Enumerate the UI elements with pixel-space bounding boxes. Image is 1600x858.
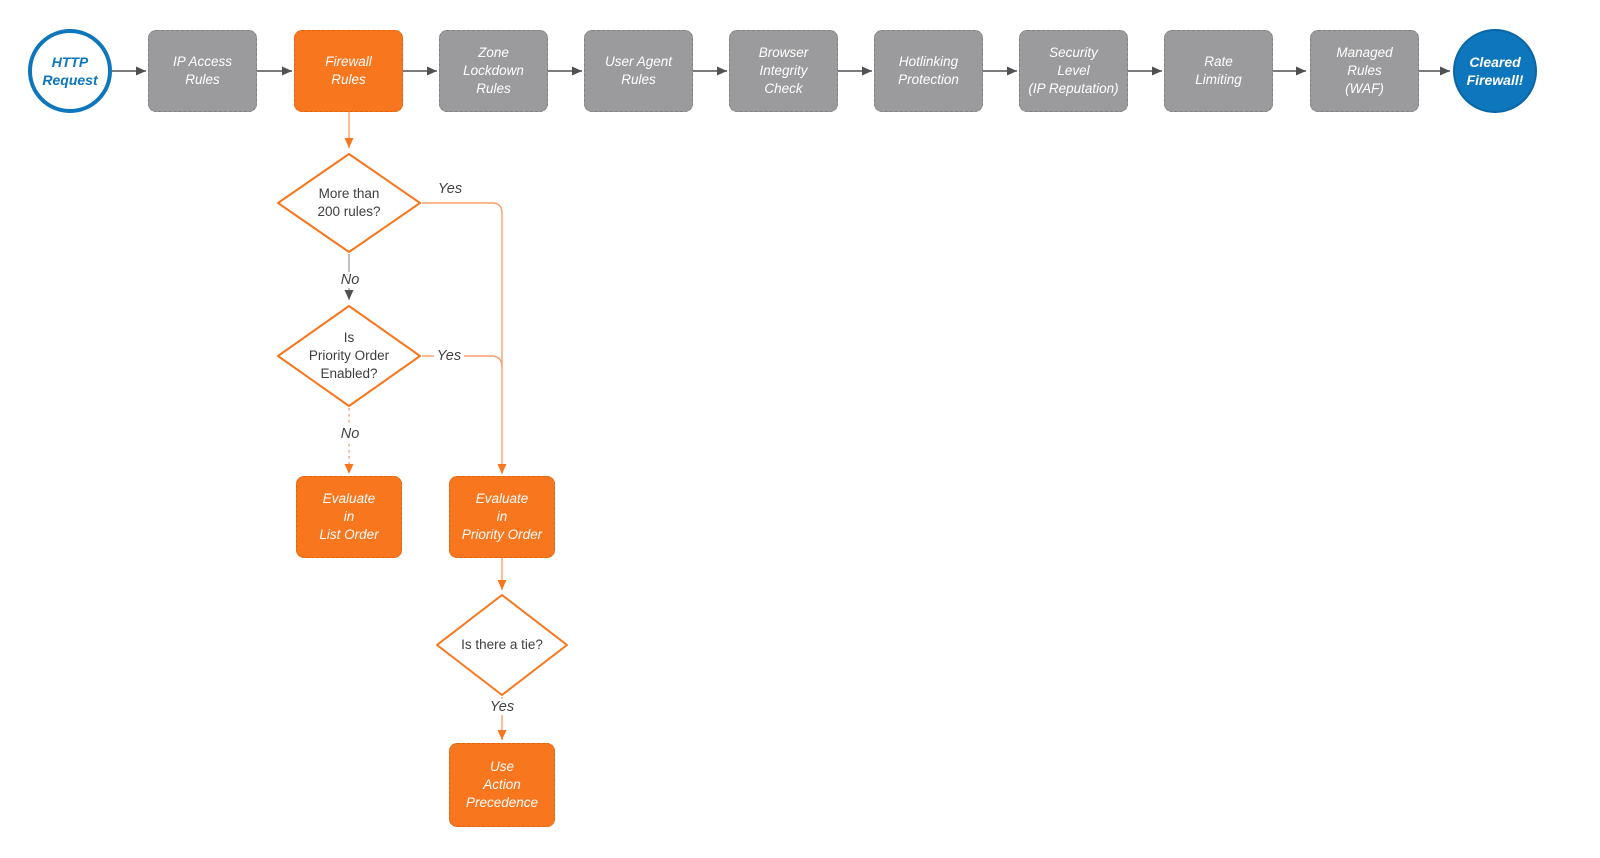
node-evaluate-priority-order: Evaluate in Priority Order	[449, 476, 555, 558]
node-cleared-firewall: Cleared Firewall!	[1453, 29, 1537, 113]
node-browser-integrity-check-label: Browser Integrity Check	[758, 45, 809, 96]
node-rate-limiting: Rate Limiting	[1164, 30, 1273, 112]
node-ip-access-rules: IP Access Rules	[148, 30, 257, 112]
node-priority-order-enabled-label: Is Priority Order Enabled?	[308, 329, 390, 382]
node-rate-limiting-label: Rate Limiting	[1195, 54, 1242, 87]
node-evaluate-list-order-label: Evaluate in List Order	[319, 491, 379, 542]
edge-200rules-yes-to-priorityorder-box	[422, 202, 507, 474]
node-http-request: HTTP Request	[28, 29, 112, 113]
node-user-agent-rules-label: User Agent Rules	[604, 54, 673, 87]
diamond-shape	[277, 153, 421, 253]
node-priority-order-enabled: Is Priority Order Enabled?	[276, 304, 422, 408]
diamond-shape	[277, 305, 421, 407]
node-http-request-label: HTTP Request	[42, 53, 98, 88]
node-hotlinking-protection: Hotlinking Protection	[874, 30, 983, 112]
node-is-there-a-tie-label: Is there a tie?	[461, 636, 543, 652]
node-more-than-200-rules: More than 200 rules?	[276, 152, 422, 254]
node-firewall-rules-label: Firewall Rules	[325, 54, 372, 87]
node-security-level: Security Level (IP Reputation)	[1019, 30, 1128, 112]
edge-priorityenabled-yes-join	[422, 355, 503, 368]
node-hotlinking-protection-label: Hotlinking Protection	[898, 54, 959, 87]
node-ip-access-rules-label: IP Access Rules	[172, 54, 233, 87]
node-use-action-precedence-label: Use Action Precedence	[465, 759, 539, 810]
node-user-agent-rules: User Agent Rules	[584, 30, 693, 112]
node-evaluate-list-order: Evaluate in List Order	[296, 476, 402, 558]
node-use-action-precedence: Use Action Precedence	[449, 743, 555, 827]
node-managed-rules-waf-label: Managed Rules (WAF)	[1336, 45, 1393, 96]
node-more-than-200-rules-label: More than 200 rules?	[317, 185, 381, 219]
edge-label-no-200rules: No	[337, 272, 363, 288]
node-cleared-firewall-label: Cleared Firewall!	[1466, 53, 1524, 88]
node-zone-lockdown-rules-label: Zone Lockdown Rules	[463, 45, 524, 96]
node-managed-rules-waf: Managed Rules (WAF)	[1310, 30, 1419, 112]
node-security-level-label: Security Level (IP Reputation)	[1028, 45, 1119, 96]
edge-label-yes-priorityenabled: Yes	[433, 348, 465, 364]
edge-label-yes-200rules: Yes	[437, 181, 463, 197]
node-is-there-a-tie: Is there a tie?	[435, 593, 569, 697]
node-evaluate-priority-order-label: Evaluate in Priority Order	[461, 491, 543, 542]
edge-label-yes-tie: Yes	[486, 699, 518, 715]
edge-label-no-priorityenabled: No	[337, 426, 363, 442]
node-firewall-rules: Firewall Rules	[294, 30, 403, 112]
diamond-shape	[436, 594, 568, 696]
node-zone-lockdown-rules: Zone Lockdown Rules	[439, 30, 548, 112]
node-browser-integrity-check: Browser Integrity Check	[729, 30, 838, 112]
